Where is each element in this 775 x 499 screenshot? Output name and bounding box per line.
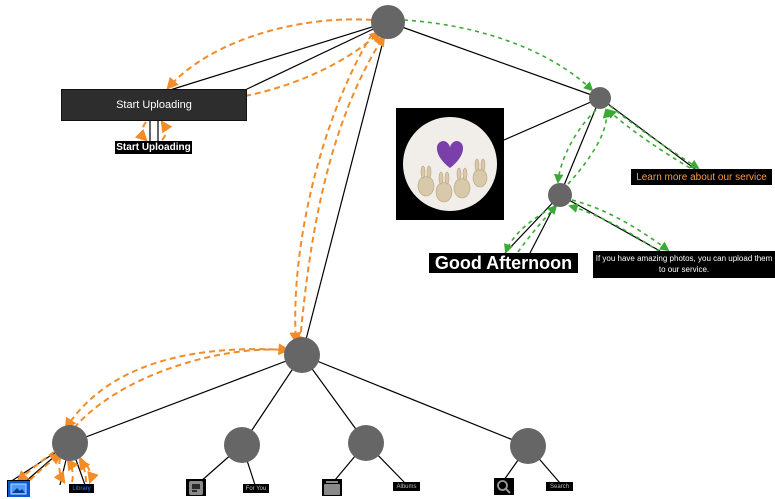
hero-node <box>589 87 611 109</box>
tab-bar-node <box>284 337 320 373</box>
start-uploading-label: Start Uploading <box>115 141 192 154</box>
start-uploading-button[interactable]: Start Uploading <box>61 89 247 121</box>
tab-foryou-label[interactable]: For You <box>243 484 269 493</box>
for-you-icon[interactable] <box>186 479 206 496</box>
greeting-title: Good Afternoon <box>429 253 578 273</box>
learn-more-link[interactable]: Learn more about our service <box>631 169 772 185</box>
profile-photo <box>396 108 504 220</box>
search-icon[interactable] <box>494 478 514 495</box>
tab-library-label[interactable]: Library <box>69 484 94 493</box>
tree-edges <box>9 21 696 486</box>
tree-nodes <box>52 5 611 464</box>
tab-foryou-node <box>224 427 260 463</box>
tab-albums-label[interactable]: Albums <box>393 482 420 491</box>
bunnies-heart-image <box>396 108 504 220</box>
tab-albums-node <box>348 425 384 461</box>
green-flow-arrows <box>403 19 700 254</box>
tab-search-node <box>510 428 546 464</box>
photo-library-icon[interactable] <box>7 480 30 497</box>
tab-library-node <box>52 425 88 461</box>
service-description: If you have amazing photos, you can uplo… <box>593 251 775 278</box>
root-node <box>371 5 405 39</box>
albums-icon[interactable] <box>322 479 342 496</box>
orange-flow-arrows <box>16 18 386 485</box>
text-group-node <box>548 183 572 207</box>
tab-search-label[interactable]: Search <box>546 482 573 491</box>
